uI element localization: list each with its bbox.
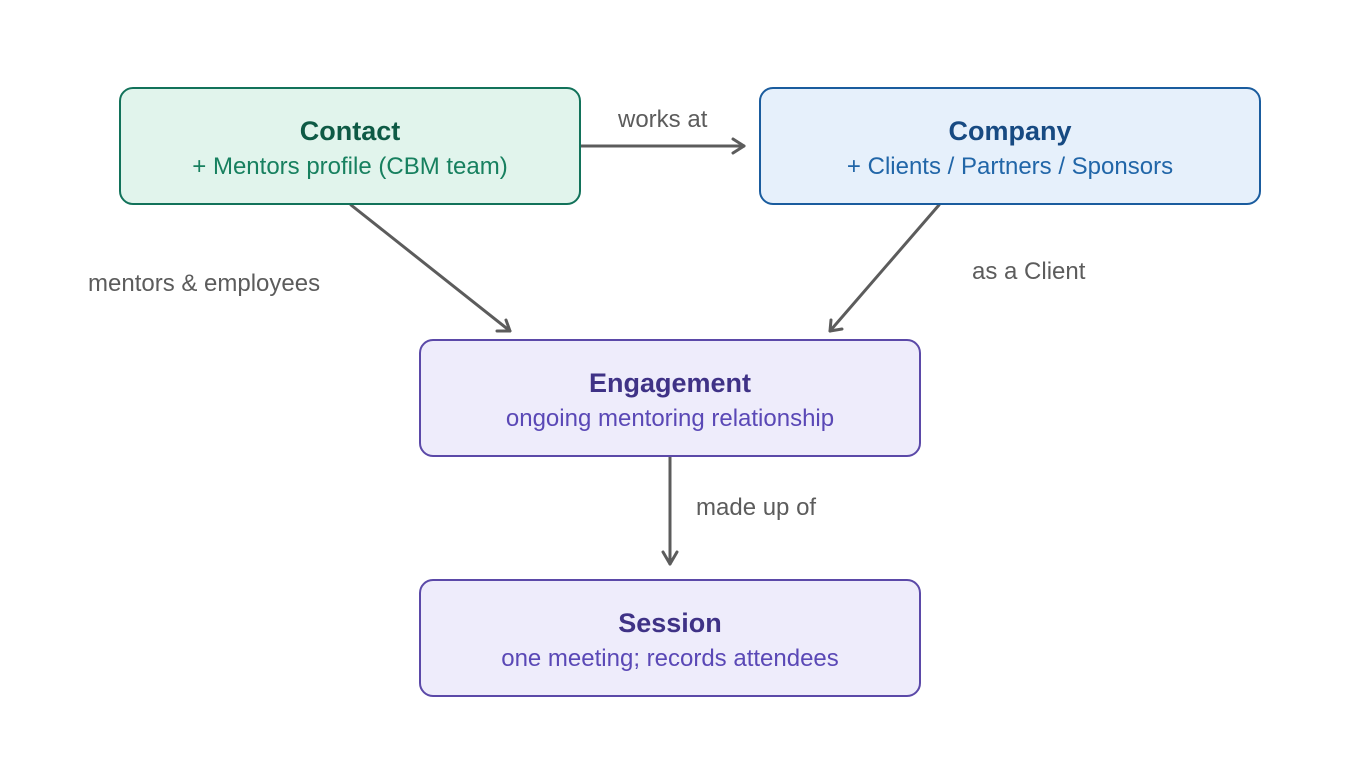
- node-session-subtitle: one meeting; records attendees: [501, 645, 839, 672]
- node-engagement-title: Engagement: [588, 368, 752, 398]
- edge-contact-engagement: [349, 203, 512, 333]
- edge-engagement-session: [661, 455, 679, 566]
- edge-label-as-a-client: as a Client: [972, 258, 1086, 285]
- edge-label-mentors-employees: mentors & employees: [88, 270, 321, 297]
- node-contact-subtitle: + Mentors profile (CBM team): [192, 153, 508, 180]
- edge-label-made-up-of: made up of: [696, 494, 817, 521]
- node-session: Session one meeting; records attendees: [419, 579, 921, 697]
- node-engagement: Engagement ongoing mentoring relationshi…: [419, 339, 921, 457]
- node-company-title: Company: [948, 116, 1072, 146]
- node-contact-title: Contact: [299, 116, 401, 146]
- edge-company-engagement: [828, 203, 941, 333]
- edge-label-works-at: works at: [618, 106, 708, 133]
- node-contact: Contact + Mentors profile (CBM team): [119, 87, 581, 205]
- edge-contact-company: [579, 137, 746, 155]
- node-company: Company + Clients / Partners / Sponsors: [759, 87, 1261, 205]
- node-session-title: Session: [618, 608, 722, 638]
- node-engagement-subtitle: ongoing mentoring relationship: [505, 405, 835, 432]
- node-company-subtitle: + Clients / Partners / Sponsors: [846, 153, 1174, 180]
